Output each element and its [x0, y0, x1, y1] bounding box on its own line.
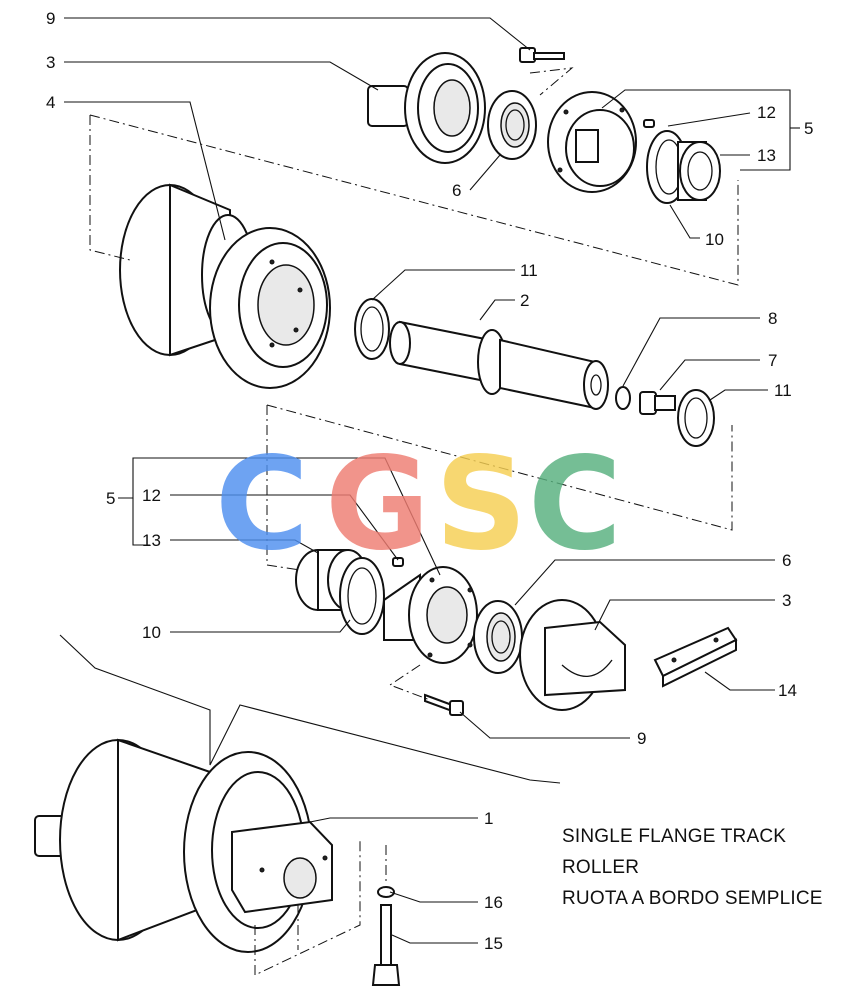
callout-16: 16 — [484, 893, 503, 912]
pin-top — [643, 119, 655, 128]
plug — [639, 391, 676, 415]
callout-6-mid: 6 — [782, 551, 791, 570]
washer — [615, 386, 631, 410]
callout-9-top: 9 — [46, 9, 55, 28]
pin-mid — [392, 557, 404, 567]
callout-8: 8 — [768, 309, 777, 328]
caption-line-2: ROLLER — [562, 857, 640, 878]
callout-3-top: 3 — [46, 53, 55, 72]
seal-housing-top — [547, 91, 637, 193]
bushing-top — [677, 141, 721, 201]
callout-4: 4 — [46, 93, 55, 112]
callout-7: 7 — [768, 351, 777, 370]
callout-6-top: 6 — [452, 181, 461, 200]
callout-14: 14 — [778, 681, 797, 700]
callout-2: 2 — [520, 291, 529, 310]
end-cap-top — [367, 52, 486, 164]
seal-ring-mid — [473, 600, 523, 674]
assembled-roller — [34, 738, 333, 953]
gasket-right — [677, 389, 715, 447]
callout-12-top: 12 — [757, 103, 776, 122]
callout-9-mid: 9 — [637, 729, 646, 748]
watermark-letter-2: G — [325, 430, 430, 579]
bolt-top — [519, 47, 565, 63]
shaft — [389, 320, 609, 410]
plate — [653, 626, 738, 688]
watermark: C G S C — [215, 430, 622, 579]
caption-line-3: RUOTA A BORDO SEMPLICE — [562, 888, 823, 909]
washer-16 — [377, 886, 395, 898]
callout-5-top: 5 — [804, 119, 813, 138]
leader-lines — [59, 17, 800, 944]
callout-11-left: 11 — [520, 261, 538, 280]
seal-ring-top — [487, 90, 537, 160]
watermark-letter-3: S — [435, 430, 527, 579]
watermark-letter-1: C — [215, 430, 309, 579]
callout-1: 1 — [484, 809, 493, 828]
bolt-15 — [371, 904, 401, 986]
seal-housing-mid — [383, 566, 478, 664]
end-cap-mid — [519, 599, 626, 711]
callout-10-mid: 10 — [142, 623, 161, 642]
callout-10-top: 10 — [705, 230, 724, 249]
callout-15: 15 — [484, 934, 503, 953]
center-lines — [89, 67, 739, 976]
caption-line-1: SINGLE FLANGE TRACK — [562, 826, 787, 847]
callout-13-mid: 13 — [142, 531, 161, 550]
callout-numbers: 9 3 4 6 12 5 13 10 11 2 8 7 11 5 12 13 6… — [46, 9, 813, 953]
gasket-left — [354, 298, 390, 360]
callout-5-mid: 5 — [106, 489, 115, 508]
watermark-letter-4: C — [528, 430, 622, 579]
bolt-mid — [424, 693, 464, 716]
callout-12-mid: 12 — [142, 486, 161, 505]
callout-11-right: 11 — [774, 381, 792, 400]
callout-3-mid: 3 — [782, 591, 791, 610]
callout-13-top: 13 — [757, 146, 776, 165]
roller-body — [119, 183, 331, 389]
